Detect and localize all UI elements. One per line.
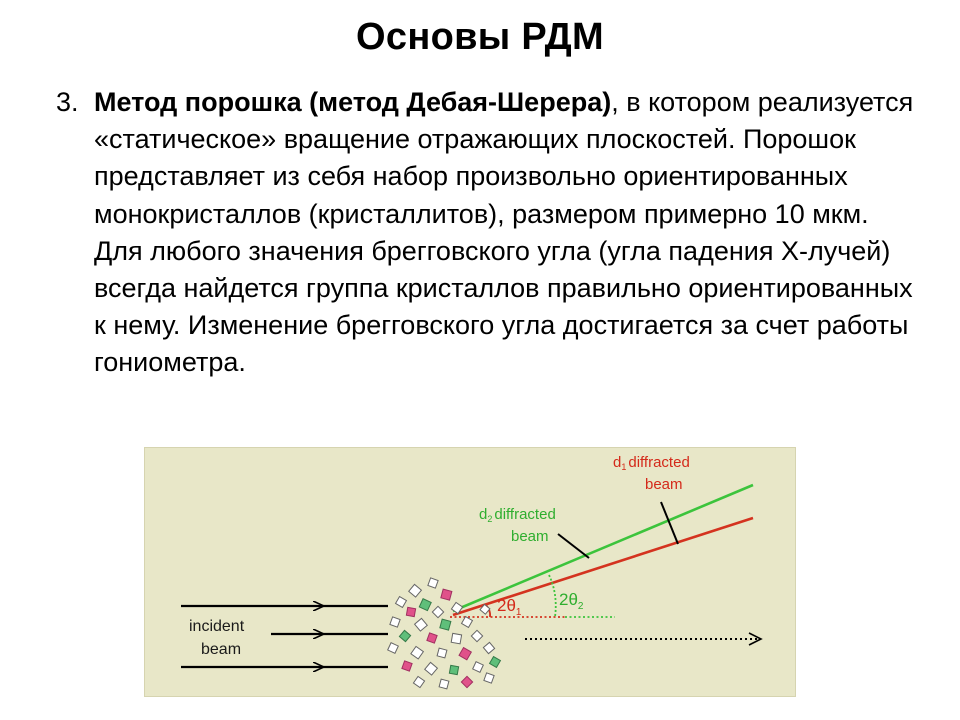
crystallite xyxy=(427,577,439,589)
crystallite xyxy=(450,601,464,615)
crystallite xyxy=(387,642,399,654)
crystallite xyxy=(412,675,426,689)
crystallite xyxy=(483,672,495,684)
incident-beam-label-line1: incident xyxy=(189,618,245,635)
angle-2theta2-label: 2θ2 xyxy=(559,590,584,612)
crystallite xyxy=(479,603,491,615)
d2-diffracted-beam xyxy=(452,483,754,613)
crystallite xyxy=(460,615,474,629)
angle-2theta1-label: 2θ1 xyxy=(497,596,522,618)
crystallite xyxy=(472,661,484,673)
crystallite xyxy=(460,675,474,689)
crystallite xyxy=(418,598,432,612)
incident-beam-label-line2: beam xyxy=(201,641,241,658)
d1-diffracted-label-line2: beam xyxy=(645,476,683,493)
crystallite xyxy=(394,595,408,609)
crystallite xyxy=(401,660,413,672)
crystallite xyxy=(408,583,423,598)
paragraph-item-3: 3. Метод порошка (метод Дебая-Шерера), в… xyxy=(56,84,916,382)
crystallite xyxy=(424,661,439,676)
crystallite xyxy=(450,632,463,645)
d2-label-leader xyxy=(557,533,590,559)
crystallite xyxy=(405,606,417,618)
d2-diffracted-label-line2: beam xyxy=(511,528,549,545)
slide-title: Основы РДМ xyxy=(356,16,604,58)
d1-label-leader xyxy=(660,501,679,545)
crystallite xyxy=(431,605,445,619)
crystallite xyxy=(488,655,502,669)
transmitted-beam-arrowhead xyxy=(748,632,763,646)
angle-arc-2theta2 xyxy=(548,574,557,618)
paragraph-body-text: , в котором реализуется «статическое» вр… xyxy=(94,87,914,378)
crystallite xyxy=(413,617,428,632)
crystallite xyxy=(426,632,438,644)
crystallite xyxy=(482,641,496,655)
crystallite xyxy=(398,629,412,643)
d1-diffracted-beam xyxy=(452,516,754,617)
crystallite xyxy=(438,678,450,690)
crystallite xyxy=(439,618,452,631)
powder-sample-crystallites xyxy=(387,577,502,690)
crystallite xyxy=(448,664,460,676)
crystallite xyxy=(389,616,401,628)
crystallite xyxy=(458,646,473,661)
incident-beams xyxy=(181,606,388,667)
crystallite xyxy=(436,647,448,659)
paragraph-text: Метод порошка (метод Дебая-Шерера), в ко… xyxy=(94,84,916,382)
crystallite xyxy=(440,588,453,601)
crystallite xyxy=(470,629,484,643)
crystallite xyxy=(410,645,425,660)
item-number: 3. xyxy=(56,87,79,117)
method-name-bold: Метод порошка (метод Дебая-Шерера) xyxy=(94,87,612,117)
